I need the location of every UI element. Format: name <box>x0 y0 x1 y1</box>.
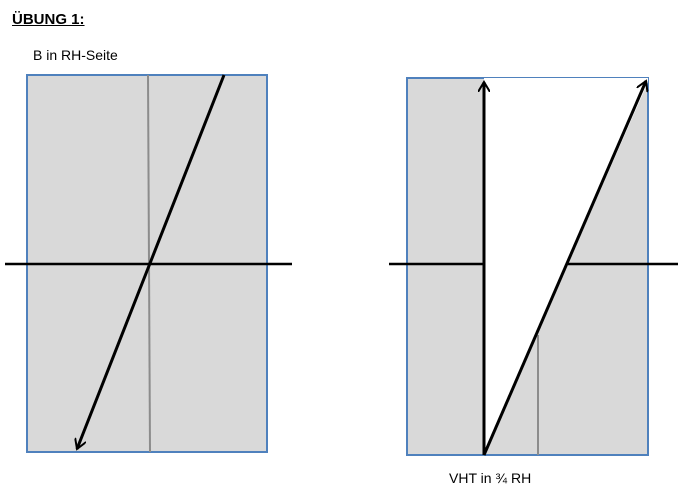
left-diagram-caption: B in RH-Seite <box>33 47 118 63</box>
right-diagram-caption: VHT in ¾ RH <box>449 470 532 486</box>
exercise-heading: ÜBUNG 1: <box>12 11 85 28</box>
right-diagram <box>389 77 678 456</box>
right-diagonal-arrow <box>482 81 646 456</box>
left-diagram <box>5 74 292 453</box>
left-diagonal-arrow <box>77 74 226 449</box>
